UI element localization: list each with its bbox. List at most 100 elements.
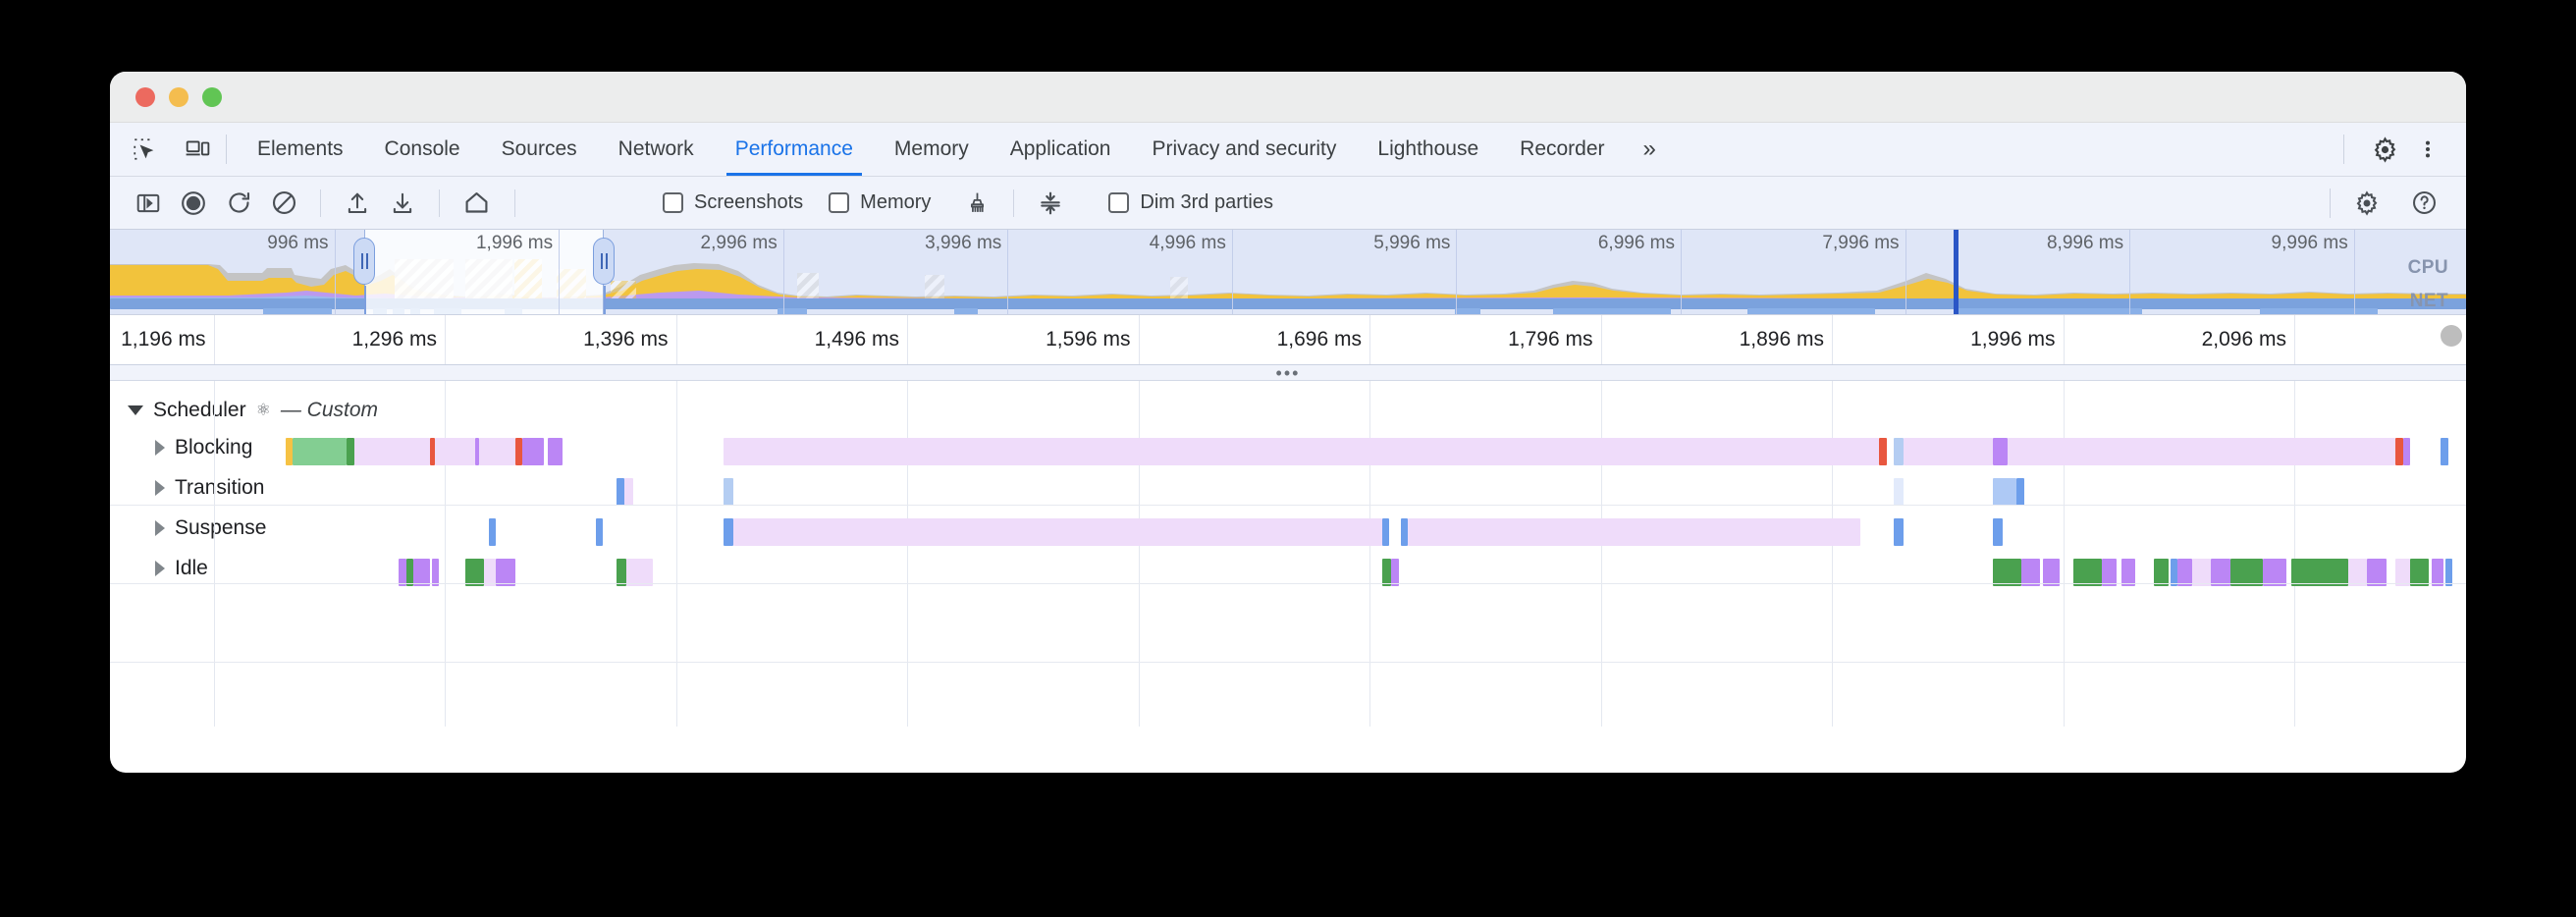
- inspect-element-icon[interactable]: [128, 133, 161, 166]
- flame-chart-event-bar[interactable]: [626, 559, 653, 586]
- flame-chart-event-bar[interactable]: [733, 518, 1382, 546]
- flame-chart-event-bar[interactable]: [432, 559, 439, 586]
- flame-chart-event-bar[interactable]: [2043, 559, 2060, 586]
- flame-chart-event-bar[interactable]: [2432, 559, 2443, 586]
- flame-chart-event-bar[interactable]: [1894, 518, 1904, 546]
- device-toolbar-icon[interactable]: [181, 133, 214, 166]
- track-label-idle[interactable]: Idle: [155, 557, 208, 580]
- flame-chart-event-bar[interactable]: [430, 438, 435, 465]
- flame-chart-event-bar[interactable]: [724, 478, 733, 506]
- flame-chart-event-bar[interactable]: [347, 438, 353, 465]
- flame-chart-event-bar[interactable]: [2073, 559, 2102, 586]
- record-button[interactable]: [173, 185, 214, 222]
- toggle-sidebar-button[interactable]: [128, 185, 169, 222]
- flame-chart-event-bar[interactable]: [1993, 518, 2003, 546]
- flame-chart-event-bar[interactable]: [2230, 559, 2264, 586]
- track-group-label[interactable]: Scheduler ⚛ — Custom: [128, 399, 378, 422]
- flame-chart-event-bar[interactable]: [496, 559, 514, 586]
- memory-checkbox-box[interactable]: [829, 192, 849, 213]
- flame-chart-event-bar[interactable]: [1391, 559, 1398, 586]
- flame-chart-event-bar[interactable]: [1401, 518, 1408, 546]
- tab-performance[interactable]: Performance: [715, 123, 874, 176]
- tab-recorder[interactable]: Recorder: [1499, 123, 1625, 176]
- flame-chart-event-bar[interactable]: [2395, 438, 2402, 465]
- tab-privacy-and-security[interactable]: Privacy and security: [1131, 123, 1357, 176]
- flame-chart-event-bar[interactable]: [354, 438, 430, 465]
- flame-chart-event-bar[interactable]: [465, 559, 484, 586]
- flame-chart-event-bar[interactable]: [1382, 518, 1389, 546]
- flame-chart-event-bar[interactable]: [1382, 559, 1392, 586]
- screenshots-checkbox-box[interactable]: [663, 192, 683, 213]
- flame-chart-event-bar[interactable]: [1904, 438, 1994, 465]
- flame-chart-event-bar[interactable]: [2121, 559, 2135, 586]
- flame-chart-event-bar[interactable]: [2177, 559, 2191, 586]
- collapse-tracks-icon[interactable]: [1030, 185, 1071, 222]
- screenshots-checkbox[interactable]: Screenshots: [663, 191, 803, 214]
- chevron-right-icon[interactable]: [155, 480, 165, 496]
- flame-chart-event-bar[interactable]: [1894, 478, 1904, 506]
- flame-chart-event-bar[interactable]: [548, 438, 562, 465]
- more-tabs-chevron-icon[interactable]: »: [1626, 123, 1671, 176]
- flame-chart-tracks[interactable]: Scheduler ⚛ — Custom Blocking Transition…: [110, 381, 2466, 727]
- dim-3rd-parties-checkbox[interactable]: Dim 3rd parties: [1108, 191, 1273, 214]
- flame-chart-event-bar[interactable]: [484, 559, 496, 586]
- flame-chart-event-bar[interactable]: [413, 559, 430, 586]
- overview-right-drag-handle[interactable]: [593, 238, 615, 285]
- tab-memory[interactable]: Memory: [874, 123, 990, 176]
- tab-network[interactable]: Network: [598, 123, 715, 176]
- flame-chart-event-bar[interactable]: [2367, 559, 2386, 586]
- flame-chart-event-bar[interactable]: [2263, 559, 2286, 586]
- track-row-transition[interactable]: Transition: [110, 476, 2466, 515]
- flame-chart-event-bar[interactable]: [1894, 438, 1904, 465]
- overview-left-drag-handle[interactable]: [353, 238, 375, 285]
- flame-chart-event-bar[interactable]: [435, 438, 475, 465]
- timeline-overview-minimap[interactable]: 996 ms1,996 ms2,996 ms3,996 ms4,996 ms5,…: [110, 230, 2466, 314]
- panel-resizer-handle[interactable]: •••: [110, 365, 2466, 381]
- flame-chart-event-bar[interactable]: [2154, 559, 2168, 586]
- flame-chart-event-bar[interactable]: [724, 438, 1879, 465]
- settings-gear-icon[interactable]: [2368, 133, 2401, 166]
- flame-chart-event-bar[interactable]: [1879, 438, 1886, 465]
- tab-console[interactable]: Console: [364, 123, 481, 176]
- close-window-button[interactable]: [135, 87, 155, 107]
- collect-garbage-broom-icon[interactable]: [956, 185, 997, 222]
- flame-chart-event-bar[interactable]: [515, 438, 522, 465]
- chevron-right-icon[interactable]: [155, 440, 165, 456]
- chevron-right-icon[interactable]: [155, 520, 165, 536]
- chevron-right-icon[interactable]: [155, 561, 165, 576]
- flame-chart-event-bar[interactable]: [2021, 559, 2040, 586]
- maximize-window-button[interactable]: [202, 87, 222, 107]
- track-label-blocking[interactable]: Blocking: [155, 436, 252, 459]
- flame-chart-event-bar[interactable]: [1993, 478, 2016, 506]
- flame-chart-event-bar[interactable]: [724, 518, 733, 546]
- chevron-down-icon[interactable]: [128, 405, 143, 415]
- flame-chart-event-bar[interactable]: [399, 559, 405, 586]
- horizontal-scrollbar-thumb[interactable]: [2441, 325, 2462, 347]
- flame-chart-event-bar[interactable]: [1408, 518, 1860, 546]
- more-options-kebab-icon[interactable]: [2411, 133, 2444, 166]
- flame-chart-event-bar[interactable]: [479, 438, 514, 465]
- flame-chart-event-bar[interactable]: [2291, 559, 2348, 586]
- home-landing-page-button[interactable]: [456, 185, 497, 222]
- tab-application[interactable]: Application: [990, 123, 1132, 176]
- flame-chart-event-bar[interactable]: [293, 438, 347, 465]
- track-label-transition[interactable]: Transition: [155, 476, 264, 500]
- flame-chart-event-bar[interactable]: [617, 478, 623, 506]
- load-profile-button[interactable]: [337, 185, 378, 222]
- track-group-scheduler[interactable]: Scheduler ⚛ — Custom: [110, 399, 2466, 432]
- capture-settings-gear-icon[interactable]: [2346, 185, 2388, 222]
- flame-chart-event-bar[interactable]: [2102, 559, 2116, 586]
- flame-chart-event-bar[interactable]: [1993, 559, 2021, 586]
- save-profile-button[interactable]: [382, 185, 423, 222]
- flame-chart-event-bar[interactable]: [2348, 559, 2367, 586]
- tab-sources[interactable]: Sources: [481, 123, 598, 176]
- flame-chart-event-bar[interactable]: [406, 559, 413, 586]
- timeline-ruler[interactable]: 1,196 ms1,296 ms1,396 ms1,496 ms1,596 ms…: [110, 314, 2466, 365]
- flame-chart-event-bar[interactable]: [2445, 559, 2452, 586]
- flame-chart-event-bar[interactable]: [2395, 559, 2409, 586]
- clear-button[interactable]: [263, 185, 304, 222]
- tab-elements[interactable]: Elements: [237, 123, 364, 176]
- flame-chart-event-bar[interactable]: [2403, 438, 2410, 465]
- flame-chart-event-bar[interactable]: [2008, 438, 2396, 465]
- flame-chart-event-bar[interactable]: [286, 438, 293, 465]
